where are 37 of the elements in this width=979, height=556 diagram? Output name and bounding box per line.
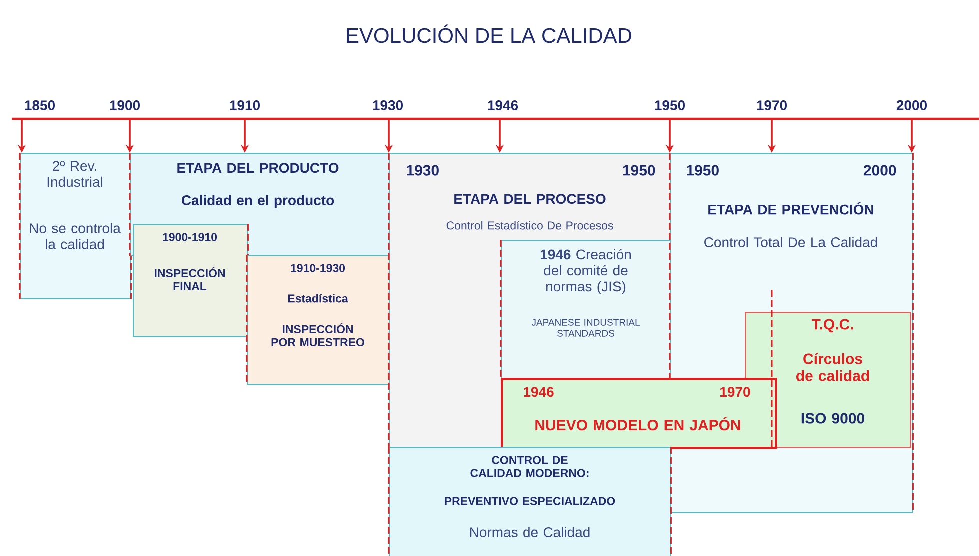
box-text: Control Total De La Calidad: [704, 237, 878, 248]
box-text: 1970: [720, 387, 750, 398]
year-label: 1910: [230, 100, 260, 110]
box-text: T.Q.C.: [812, 319, 854, 333]
box-text: Control Estadístico De Procesos: [446, 221, 614, 230]
box-text: 1950: [623, 165, 656, 176]
box-text: 1900-1910: [163, 233, 218, 242]
box-text: Círculos de calidad: [796, 353, 870, 382]
box-text: No se controla la calidad: [30, 223, 121, 250]
box-text: 2000: [864, 165, 896, 176]
year-label: 1946: [488, 100, 518, 110]
box-text: ETAPA DEL PROCESO: [454, 194, 606, 204]
box-text: Estadística: [288, 294, 348, 303]
year-label: 1950: [655, 100, 685, 110]
box-text: 1946 Creación del comité de normas (JIS): [540, 249, 631, 294]
box-text: JAPANESE INDUSTRIAL STANDARDS: [532, 319, 640, 337]
box-text: 1910-1930: [291, 264, 346, 272]
box-text: 2º Rev. Industrial: [48, 161, 102, 188]
box-text: CONTROL DE CALIDAD MODERNO:: [470, 456, 589, 478]
box-text: Normas de Calidad: [470, 527, 590, 538]
title: EVOLUCIÓN DE LA CALIDAD: [347, 24, 632, 44]
box-text: Calidad en el producto: [182, 195, 334, 208]
year-label: 1930: [373, 100, 403, 110]
box-text: ETAPA DE PREVENCIÓN: [708, 202, 874, 215]
box-text: NUEVO MODELO EN JAPÓN: [536, 417, 740, 431]
box-text: INSPECCIÓN FINAL: [155, 267, 226, 290]
box-text: INSPECCIÓN POR MUESTREO: [272, 323, 364, 346]
box-text: 1946: [524, 387, 554, 398]
year-label: 1850: [25, 100, 55, 110]
box-text: ETAPA DEL PRODUCTO: [178, 163, 339, 174]
year-label: 2000: [896, 100, 927, 110]
box-text: 1950: [687, 165, 719, 176]
box-text: 1930: [407, 165, 439, 176]
box-text: PREVENTIVO ESPECIALIZADO: [445, 497, 616, 506]
box-text: ISO 9000: [802, 413, 864, 424]
year-label: 1970: [757, 100, 787, 110]
year-label: 1900: [110, 100, 140, 110]
